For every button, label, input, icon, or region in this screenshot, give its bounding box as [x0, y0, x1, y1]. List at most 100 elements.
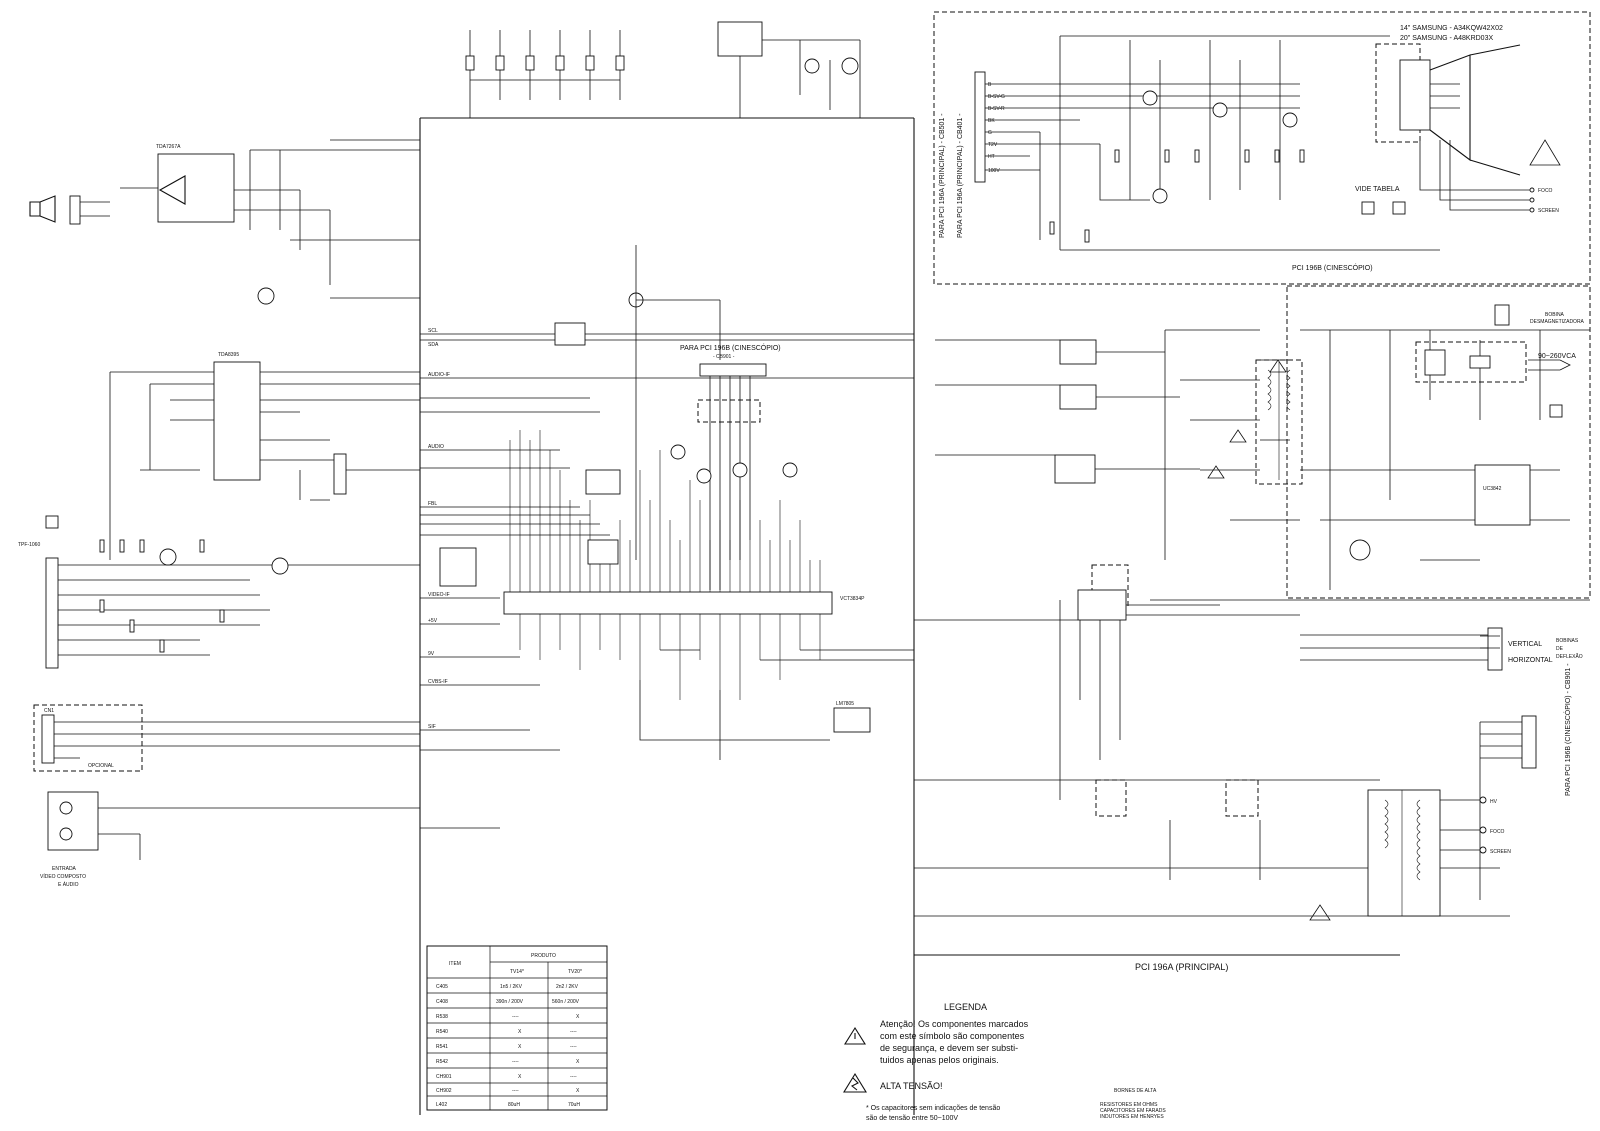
table-header-col1: TV14* — [510, 969, 524, 975]
ic-tuner-pll — [439, 547, 477, 587]
svg-text:BK: BK — [988, 118, 995, 124]
svg-text:X: X — [576, 1014, 580, 1020]
table-row: CH901 X ---- — [436, 1074, 577, 1080]
component-variant-table — [426, 945, 608, 1111]
cinescopio-board-label: PCI 196B (CINESCÓPIO) — [1292, 263, 1373, 272]
svg-text:2n2 / 2KV: 2n2 / 2KV — [556, 984, 579, 990]
hout-transistor-outline — [1095, 779, 1127, 817]
yoke-bobinas-label: BOBINAS — [1556, 638, 1579, 644]
q-standby — [804, 58, 820, 74]
audio-amp-triangle-icon — [158, 175, 186, 205]
flyback-focus-label: FOCO — [1490, 829, 1505, 835]
top-resistor-array — [465, 55, 625, 71]
optional-label: OPCIONAL — [88, 763, 114, 769]
net-plus5v: +5V — [428, 618, 438, 624]
regulator-a — [1059, 339, 1097, 365]
q-rgb-g — [696, 468, 712, 484]
ic1-main-processor — [503, 591, 833, 615]
cb901-side-label: PARA PCI 196B (CINESCÓPIO) - CB901 - — [1563, 663, 1572, 796]
svg-text:R541: R541 — [436, 1044, 448, 1050]
cb401-side-label: PARA PCI 196A (PRINCIPAL) - CB401 - — [957, 113, 964, 238]
table-row: C408 390n / 200V 560n / 200V — [436, 999, 580, 1005]
table-row: R541 X ---- — [436, 1044, 577, 1050]
q-rgb-b — [732, 462, 748, 478]
yoke-deflexao-label: DEFLEXÃO — [1556, 653, 1583, 660]
yoke-connector — [1487, 627, 1503, 671]
legend-note-line1: * Os capacitores sem indicações de tensã… — [866, 1105, 1000, 1112]
input-label-audio: E ÁUDIO — [58, 881, 79, 888]
svg-text:1n5 / 2KV: 1n5 / 2KV — [500, 984, 523, 990]
bridge-rectifier-outline — [1415, 341, 1527, 383]
legend-small-1: RESISTORES EM OHMS — [1100, 1102, 1158, 1108]
ic602-pwm-controller — [1474, 464, 1531, 526]
net-fbl: FBL — [428, 501, 437, 507]
table-header-col2: TV20* — [568, 969, 582, 975]
cn1-connector — [41, 714, 55, 764]
av-input-jack-block — [47, 791, 99, 851]
q-rgb-r — [670, 444, 686, 460]
legend-warn-line4: tuidos apenas pelos originais. — [880, 1055, 999, 1065]
ic601-vertical-output — [1077, 589, 1127, 621]
high-voltage-legend-icon — [843, 1072, 867, 1093]
table-header-produto: PRODUTO — [531, 953, 556, 959]
table-row: C405 1n5 / 2KV 2n2 / 2KV — [436, 984, 579, 990]
net-cvbs-if: CVBS-IF — [428, 679, 448, 685]
svg-text:R540: R540 — [436, 1029, 448, 1035]
q-video-buffer — [271, 557, 289, 575]
ic501-audio-amp — [157, 153, 235, 223]
svg-text:70uH: 70uH — [568, 1102, 580, 1108]
q-rgb-k — [782, 462, 798, 478]
ic901-label: LM7805 — [836, 701, 854, 707]
cb901-sub-label: - CB901 - — [713, 354, 735, 360]
svg-text:R538: R538 — [436, 1014, 448, 1020]
warn-icon-ps-b — [1229, 429, 1247, 443]
cb501-side-label: PARA PCI 196A (PRINCIPAL) - CB501 - — [939, 113, 946, 238]
svg-text:CH901: CH901 — [436, 1074, 452, 1080]
svg-text:B-SV-G: B-SV-G — [988, 94, 1005, 100]
net-9v: 9V — [428, 651, 435, 657]
cn1-label: CN1 — [44, 708, 54, 714]
svg-text:B-SV-R: B-SV-R — [988, 106, 1005, 112]
net-sda: SDA — [428, 342, 439, 348]
bridge-rectifier — [1424, 349, 1446, 376]
input-label-video: VÍDEO COMPOSTO — [40, 873, 86, 880]
q-ir-buffer — [841, 57, 859, 75]
svg-text:X: X — [518, 1044, 522, 1050]
svg-text:----: ---- — [570, 1044, 577, 1050]
crt-aux-label-2: SCREEN — [1538, 208, 1559, 214]
legend-alta-tensao: ALTA TENSÃO! — [880, 1081, 943, 1091]
video-jack-icon — [59, 801, 73, 815]
svg-text:390n / 200V: 390n / 200V — [496, 999, 524, 1005]
table-row: R540 X ---- — [436, 1029, 577, 1035]
option-resistor-block — [697, 399, 761, 423]
svg-text:X: X — [518, 1074, 522, 1080]
q-red-driver — [1142, 90, 1158, 106]
option-jumper-b — [1392, 201, 1406, 215]
net-audio-if: AUDIO-IF — [428, 372, 450, 378]
ic201-tuner-ic — [213, 361, 261, 481]
hdrv-transistor-outline — [1225, 779, 1259, 817]
cinescopio-board-outline — [933, 11, 1591, 285]
ir-receiver — [717, 21, 763, 57]
principal-board-label: PCI 196A (PRINCIPAL) — [1135, 962, 1228, 972]
audio-jack-icon — [59, 827, 73, 841]
svg-text:X: X — [576, 1088, 580, 1094]
net-scl: SCL — [428, 328, 438, 334]
flyback-screen-label: SCREEN — [1490, 849, 1511, 855]
net-audio: AUDIO — [428, 444, 444, 450]
regulator-c — [1054, 454, 1096, 484]
smps-transformer-outline — [1255, 359, 1303, 485]
svg-text:----: ---- — [570, 1074, 577, 1080]
ic1-label: VCT3834P — [840, 596, 865, 602]
table-row: L402 80uH 70uH — [436, 1102, 580, 1108]
q-green-driver — [1212, 102, 1228, 118]
antenna-input — [45, 515, 59, 529]
flyback-anode-label: HV — [1490, 799, 1498, 805]
power-supply-outline — [1286, 285, 1591, 599]
degauss-coil-label-1: BOBINA — [1545, 312, 1565, 318]
legend-small-2: CAPACITORES EM FARADS — [1100, 1108, 1166, 1114]
warn-icon-ps-c — [1269, 359, 1287, 373]
cinescopio-resistors — [1049, 149, 1305, 243]
legend-title: LEGENDA — [944, 1002, 987, 1012]
